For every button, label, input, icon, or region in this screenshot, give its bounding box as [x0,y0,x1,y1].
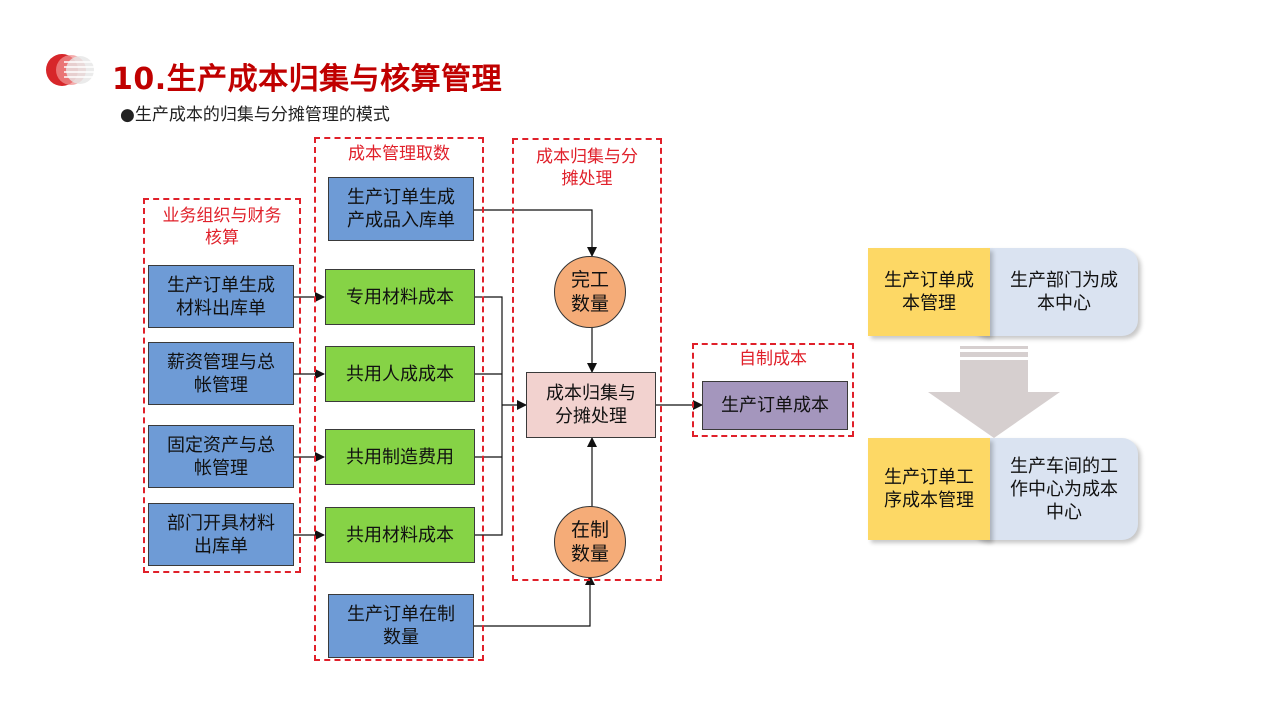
source-box-dept-material: 部门开具材料 出库单 [148,503,294,566]
group-business-label: 业务组织与财务 核算 [162,206,282,248]
group-allocation [512,138,662,581]
group-allocation-label: 成本归集与分 摊处理 [536,147,638,189]
source-box-salary: 薪资管理与总 帐管理 [148,342,294,405]
card-dept-cost-center: 生产部门为成 本中心 [970,248,1138,336]
fetch-box-shared-material: 共用材料成本 [325,507,475,563]
group-business [143,198,301,573]
page-title: 10.生产成本归集与核算管理 [112,62,503,97]
card-order-operation-cost-mgmt: 生产订单工 序成本管理 [868,438,990,540]
group-cost-fetch-label: 成本管理取数 [348,144,450,164]
card-order-cost-mgmt: 生产订单成 本管理 [868,248,990,336]
group-self-made-label: 自制成本 [739,349,807,369]
group-cost-fetch [314,137,484,661]
group-self-made [692,343,854,437]
completed-quantity-circle: 完工 数量 [554,256,626,328]
source-box-fixed-assets: 固定资产与总 帐管理 [148,425,294,488]
fetch-box-shared-overhead: 共用制造费用 [325,429,475,485]
fetch-box-finished-goods: 生产订单生成 产成品入库单 [328,177,474,241]
fetch-box-shared-labor: 共用人成成本 [325,346,475,402]
down-arrow-icon [924,344,1064,440]
page-subtitle: ●生产成本的归集与分摊管理的模式 [120,105,390,125]
source-box-material-out: 生产订单生成 材料出库单 [148,265,294,328]
card-workcenter-cost-center: 生产车间的工 作中心为成本 中心 [970,438,1138,540]
wip-quantity-circle: 在制 数量 [554,506,626,578]
logo-icon [44,52,96,88]
production-order-cost-box: 生产订单成本 [702,381,848,430]
fetch-box-dedicated-material: 专用材料成本 [325,269,475,325]
fetch-box-wip-quantity: 生产订单在制 数量 [328,594,474,658]
cost-allocation-process-box: 成本归集与 分摊处理 [526,372,656,438]
